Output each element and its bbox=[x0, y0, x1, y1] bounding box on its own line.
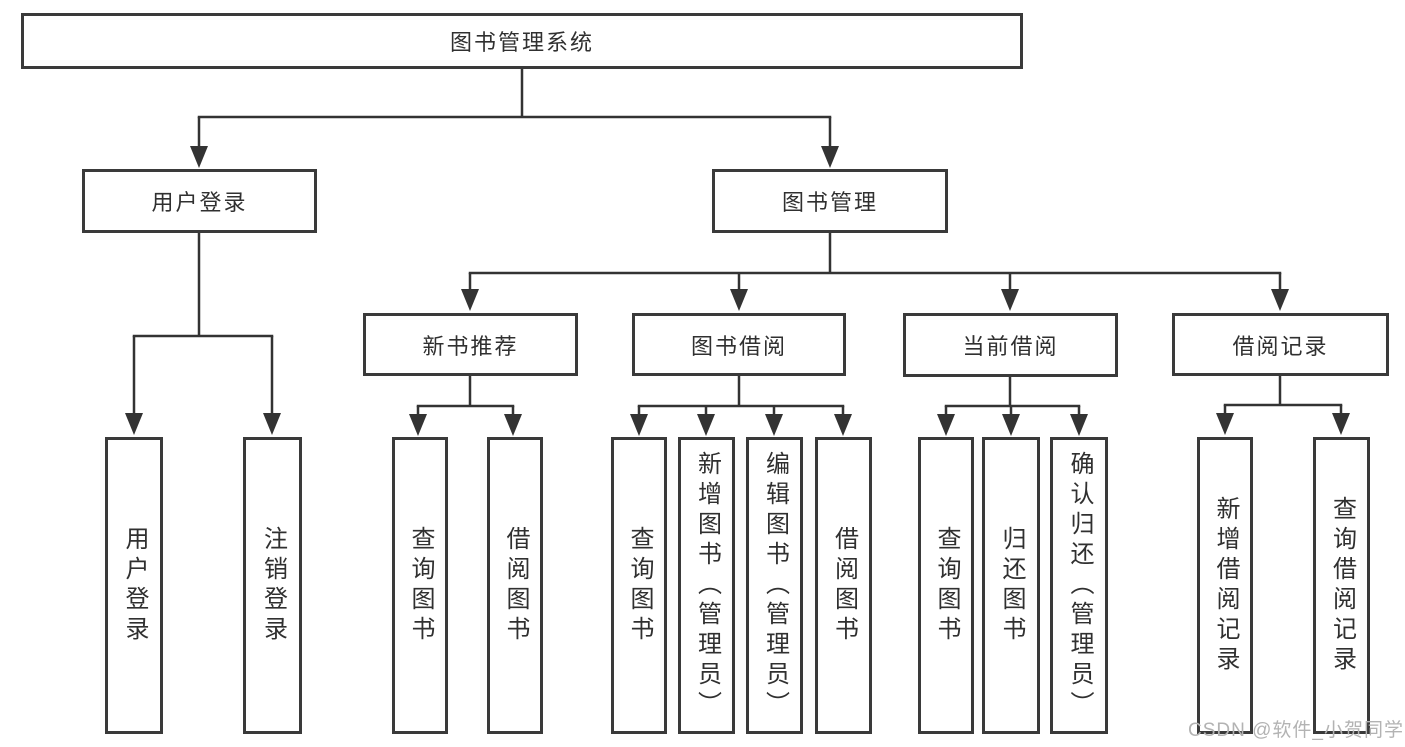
leaf-edit-book-admin: 编辑图书（管理员） bbox=[746, 437, 803, 734]
leaf-query-books-2: 查询图书 bbox=[611, 437, 667, 734]
leaf-add-borrow-record: 新增借阅记录 bbox=[1197, 437, 1253, 734]
leaf-borrow-books-1: 借阅图书 bbox=[487, 437, 543, 734]
leaf-query-books-1: 查询图书 bbox=[392, 437, 448, 734]
leaf-return-book: 归还图书 bbox=[982, 437, 1040, 734]
leaf-query-borrow-record: 查询借阅记录 bbox=[1313, 437, 1370, 734]
node-book-management: 图书管理 bbox=[712, 169, 948, 233]
node-user-login: 用户登录 bbox=[82, 169, 317, 233]
leaf-user-login: 用户登录 bbox=[105, 437, 163, 734]
csdn-watermark: CSDN @软件_小贺同学 bbox=[1188, 720, 1404, 741]
leaf-logout: 注销登录 bbox=[243, 437, 302, 734]
node-root: 图书管理系统 bbox=[21, 13, 1023, 69]
node-new-book-recommend: 新书推荐 bbox=[363, 313, 578, 376]
arrowhead-icons bbox=[125, 146, 1350, 436]
leaf-add-book-admin: 新增图书（管理员） bbox=[678, 437, 735, 734]
node-book-borrow: 图书借阅 bbox=[632, 313, 846, 376]
leaf-confirm-return-admin: 确认归还（管理员） bbox=[1050, 437, 1108, 734]
node-current-borrow: 当前借阅 bbox=[903, 313, 1118, 377]
node-borrow-records: 借阅记录 bbox=[1172, 313, 1389, 376]
leaf-borrow-books-2: 借阅图书 bbox=[815, 437, 872, 734]
leaf-query-books-3: 查询图书 bbox=[918, 437, 974, 734]
